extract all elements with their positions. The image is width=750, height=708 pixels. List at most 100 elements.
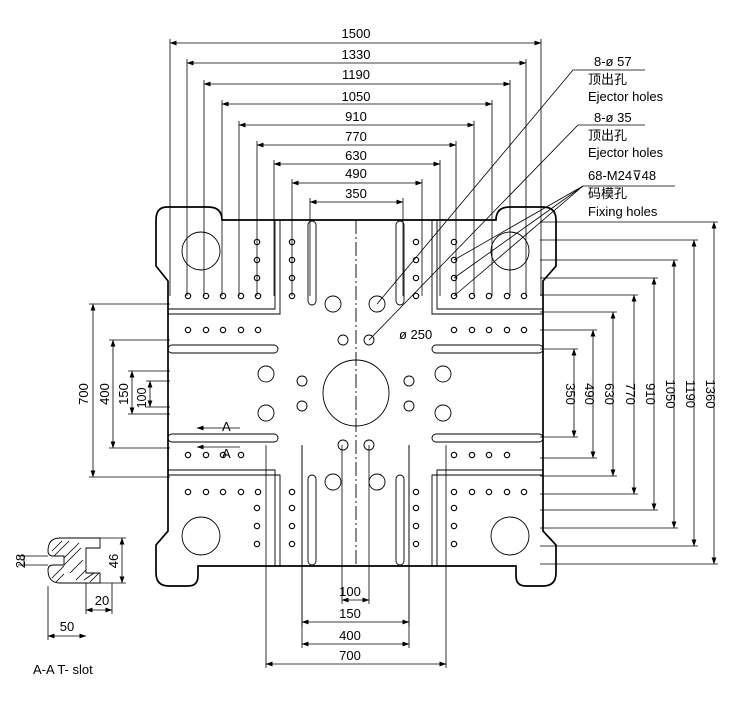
fixing-hole <box>412 274 420 282</box>
fixing-hole <box>412 522 420 530</box>
fixing-hole <box>412 504 420 512</box>
callout-name-cn: 顶出孔 <box>588 72 627 87</box>
ejector-hole-35 <box>363 334 375 346</box>
dim-label-490: 490 <box>345 166 367 181</box>
dim-label-1050: 1050 <box>342 89 371 104</box>
callout-name-en: Fixing holes <box>588 204 658 219</box>
ejector-hole-35 <box>403 375 415 387</box>
tslot-hatch <box>51 540 100 583</box>
ejector-hole-57 <box>257 365 275 383</box>
fixing-hole <box>184 292 192 300</box>
callout-name-en: Ejector holes <box>588 145 664 160</box>
fixing-hole <box>468 488 476 496</box>
fixing-hole <box>219 292 227 300</box>
tslot-title: A-A T- slot <box>33 662 93 677</box>
ejector-hole-57 <box>324 295 342 313</box>
fixing-hole <box>485 326 493 334</box>
corner-hole <box>181 231 221 271</box>
fixing-hole <box>288 540 296 548</box>
tslot-dim-20: 20 <box>95 593 109 608</box>
dim-label-910: 910 <box>345 109 367 124</box>
platen-outline <box>155 206 557 587</box>
fixing-hole <box>520 488 528 496</box>
leader-ejector-57 <box>376 69 645 305</box>
t-slots <box>167 220 544 566</box>
dim-label-l150: 150 <box>116 383 131 405</box>
fixing-hole <box>288 522 296 530</box>
fixing-hole <box>237 326 245 334</box>
dim-label-l700: 700 <box>76 383 91 405</box>
fixing-hole <box>450 522 458 530</box>
fixing-hole <box>202 292 210 300</box>
fixing-hole <box>503 451 511 459</box>
fixing-hole <box>412 292 420 300</box>
dim-label-770: 770 <box>345 129 367 144</box>
fixing-hole <box>184 451 192 459</box>
fixing-hole <box>450 256 458 264</box>
dim-label-b700: 700 <box>339 648 361 663</box>
ejector-hole-35 <box>296 375 308 387</box>
dim-label-r1360: 1360 <box>703 380 718 409</box>
dim-label-b150: 150 <box>339 606 361 621</box>
fixing-hole <box>254 292 262 300</box>
fixing-hole <box>412 540 420 548</box>
fixing-hole <box>288 488 296 496</box>
callout-name-en: Ejector holes <box>588 89 664 104</box>
fixing-hole <box>503 326 511 334</box>
section-marker-a-upper: A <box>222 419 231 434</box>
quadrant-boundaries <box>168 220 543 566</box>
dim-label-l400: 400 <box>97 383 112 405</box>
ejector-hole-35 <box>337 334 349 346</box>
fixing-hole <box>219 326 227 334</box>
fixing-hole <box>202 451 210 459</box>
fixing-hole <box>219 488 227 496</box>
fixing-hole <box>468 451 476 459</box>
ejector-hole-35 <box>337 439 349 451</box>
fixing-hole <box>253 522 261 530</box>
fixing-hole <box>503 488 511 496</box>
fixing-hole <box>288 504 296 512</box>
fixing-hole <box>202 326 210 334</box>
section-marker-a-lower: A <box>222 446 231 461</box>
fixing-hole <box>450 451 458 459</box>
fixing-hole <box>450 292 458 300</box>
fixing-hole <box>412 488 420 496</box>
fixing-hole <box>184 488 192 496</box>
fixing-hole <box>253 540 261 548</box>
leader-fixing <box>453 185 584 279</box>
tslot-profile <box>47 537 101 584</box>
fixing-hole <box>503 292 511 300</box>
dim-label-1500: 1500 <box>342 26 371 41</box>
dim-label-b100: 100 <box>339 584 361 599</box>
ejector-hole-57 <box>434 404 452 422</box>
dimension-lines <box>18 39 718 668</box>
ejector-hole-35 <box>403 400 415 412</box>
fixing-hole <box>450 540 458 548</box>
fixing-hole <box>237 292 245 300</box>
dim-label-l100: 100 <box>135 388 149 409</box>
dim-label-350: 350 <box>345 186 367 201</box>
bottom-dimension-labels: 100 150 400 700 <box>339 584 361 663</box>
callout-name-cn: 顶出孔 <box>588 128 627 143</box>
top-dimension-labels: 1500 1330 1190 1050 910 770 630 490 350 <box>342 26 371 201</box>
fixing-hole <box>450 488 458 496</box>
callout-spec: 8-ø 57 <box>594 54 632 69</box>
fixing-hole <box>219 451 227 459</box>
dim-label-1330: 1330 <box>342 47 371 62</box>
dim-label-r350: 350 <box>563 383 578 405</box>
fixing-hole <box>237 451 245 459</box>
fixing-hole <box>485 488 493 496</box>
fixing-hole <box>412 238 420 246</box>
fixing-hole <box>520 292 528 300</box>
fixing-hole <box>485 292 493 300</box>
dim-label-r770: 770 <box>623 383 638 405</box>
fixing-hole <box>450 274 458 282</box>
fixing-hole <box>468 326 476 334</box>
center-hole-label: ø 250 <box>399 327 432 342</box>
center-hole <box>322 359 390 427</box>
ejector-hole-57 <box>368 473 386 491</box>
fixing-hole <box>254 326 262 334</box>
callout-spec: 8-ø 35 <box>594 110 632 125</box>
leader-fixing <box>453 185 584 261</box>
